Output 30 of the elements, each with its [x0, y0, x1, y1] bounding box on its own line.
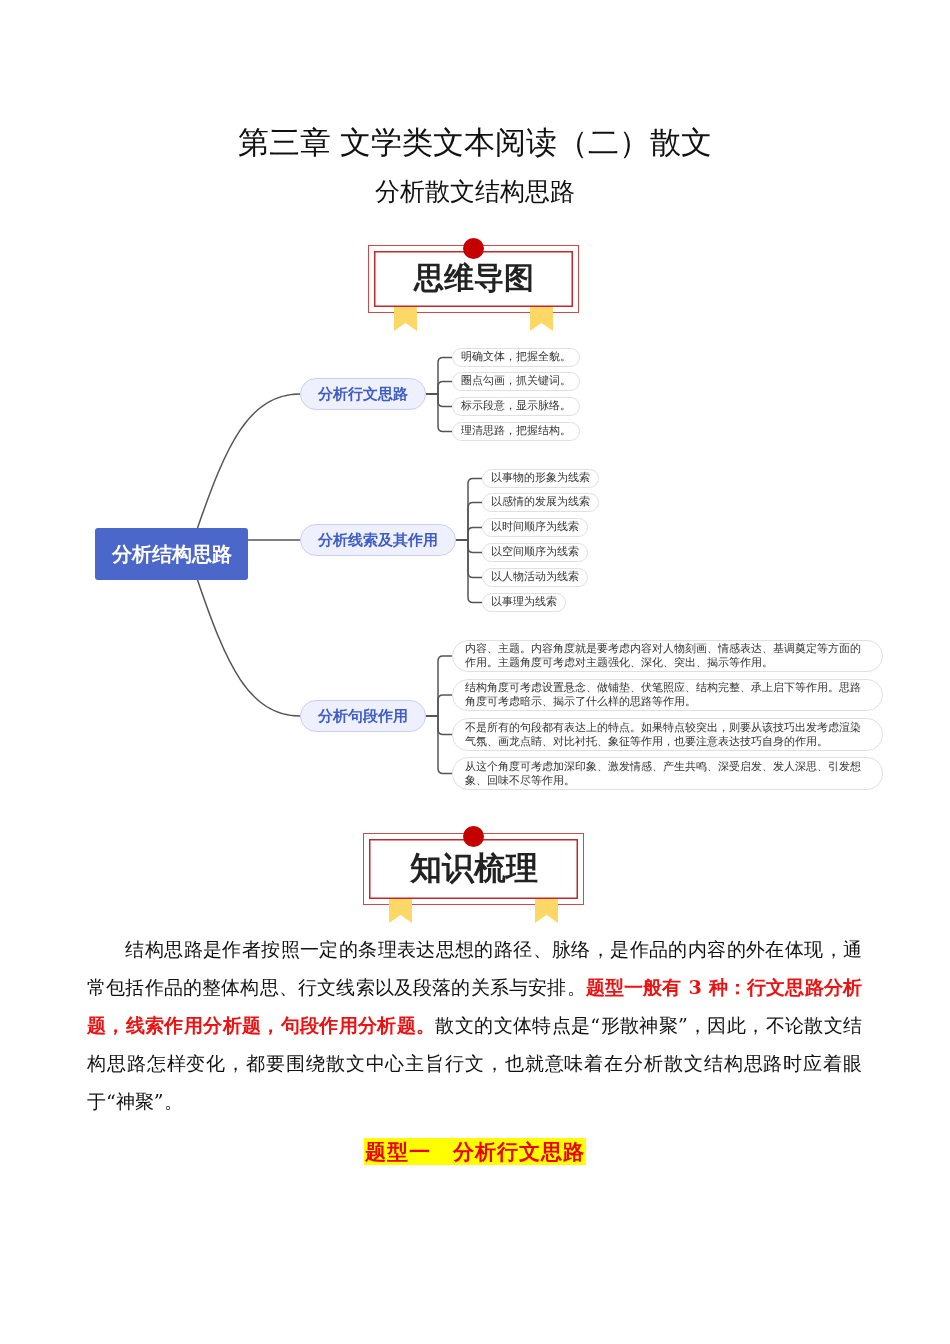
branch-pill: 分析线索及其作用 [300, 524, 456, 556]
leaf-pill: 理清思路，把握结构。 [452, 421, 580, 441]
paragraph: 结构思路是作者按照一定的条理表达思想的路径、脉络，是作品的内容的外在体现，通常包括作品的整体构思、行文线索以及段落的关系与安排。题型一般有 3 种：行文思路分析题，线索作用分析题，句段作用分析题。散文的文体特点是“形散神聚”，因此，不论散文结构思路怎样变化，都要围绕散文中心主旨行文，也就意味着在分析散文结构思路时应着眼于“神聚”。 [87, 937, 862, 1115]
leaf-pill: 内容、主题。内容角度就是要考虑内容对人物刻画、情感表达、基调奠定等方面的作用。主题角度可考虑对主题强化、深化、突出、揭示等作用。 [452, 640, 883, 672]
leaf-pill: 以人物活动为线索 [482, 567, 588, 587]
branch-pill: 分析句段作用 [300, 700, 426, 732]
leaf-pill: 标示段意，显示脉络。 [452, 396, 580, 416]
branch-pill: 分析行文思路 [300, 378, 426, 410]
leaf-pill: 从这个角度可考虑加深印象、激发情感、产生共鸣、深受启发、发人深思、引发想象、回味不尽等作用。 [452, 757, 883, 790]
connector-line [425, 715, 453, 775]
leaf-pill: 圈点勾画，抓关键词。 [452, 371, 580, 391]
leaf-pill: 结构角度可考虑设置悬念、做铺垫、伏笔照应、结构完整、承上启下等作用。思路角度可考虑暗示、揭示了什么样的思路等作用。 [452, 679, 883, 711]
connector-line [455, 539, 483, 604]
connector-line [196, 579, 301, 717]
connector-line [196, 393, 301, 529]
connector-line [247, 539, 301, 541]
leaf-pill: 以空间顺序为线索 [482, 542, 588, 562]
leaf-pill: 明确文体，把握全貌。 [452, 347, 580, 367]
leaf-pill: 以事物的形象为线索 [482, 468, 599, 488]
leaf-pill: 以时间顺序为线索 [482, 517, 588, 537]
leaf-pill: 不是所有的句段都有表达上的特点。如果特点较突出，则要从该技巧出发考虑渲染气氛、画龙点睛、对比衬托、象征等作用，也要注意表达技巧自身的作用。 [452, 718, 883, 751]
leaf-pill: 以感情的发展为线索 [482, 492, 599, 512]
title: 第三章 文学类文本阅读（二）散文 [237, 123, 713, 162]
leaf-pill: 以事理为线索 [482, 592, 566, 612]
root-box: 分析结构思路 [95, 528, 248, 580]
title-banner: 思维导图 [368, 245, 579, 313]
connector-line [425, 393, 453, 433]
subtitle: 分析散文结构思路 [375, 176, 575, 208]
title-banner: 知识梳理 [363, 833, 584, 905]
highlighted-heading: 题型一 分析行文思路 [364, 1138, 586, 1165]
